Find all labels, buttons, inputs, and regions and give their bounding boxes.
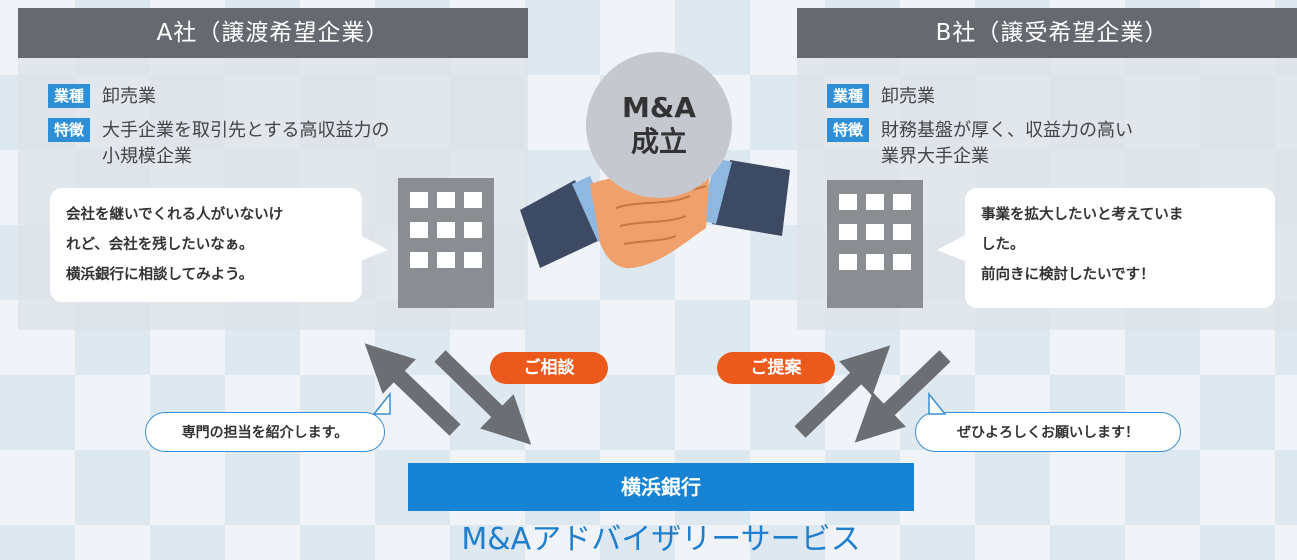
building-icon (398, 178, 494, 308)
bubble-tail-icon (372, 392, 391, 415)
ma-success-badge: M&A 成立 (586, 52, 732, 198)
arrow-from-company-b-icon (854, 350, 951, 443)
company-b-feature-row: 特徴 財務基盤が厚く、収益力の高い 業界大手企業 (827, 118, 1241, 170)
arrow-to-bank-icon (434, 350, 532, 445)
company-a-feature-line2: 小規模企業 (102, 146, 193, 167)
bank-reply-bubble: 専門の担当を紹介します。 (145, 412, 385, 452)
company-b-reply-bubble: ぜひよろしくお願いします！ (915, 412, 1181, 452)
company-a-industry-row: 業種 卸売業 (48, 84, 462, 110)
speech-line: した。 (981, 237, 1025, 253)
company-a-header: A社（譲渡希望企業） (18, 8, 528, 58)
company-a-feature: 大手企業を取引先とする高収益力の 小規模企業 (102, 118, 462, 170)
speech-line: 横浜銀行に相談してみよう。 (66, 267, 254, 283)
consult-label: ご相談 (490, 352, 608, 384)
company-b-feature-line1: 財務基盤が厚く、収益力の高い (881, 120, 1134, 141)
company-b-header: B社（譲受希望企業） (797, 8, 1297, 58)
bank-bar: 横浜銀行 (408, 463, 914, 511)
company-a-speech-bubble: 会社を継いでくれる人がいないけ れど、会社を残したいなぁ。 横浜銀行に相談してみ… (50, 188, 362, 302)
company-b-feature: 財務基盤が厚く、収益力の高い 業界大手企業 (881, 118, 1241, 170)
handshake-icon (520, 158, 790, 269)
speech-line: れど、会社を残したいなぁ。 (66, 237, 254, 253)
feature-tag: 特徴 (827, 118, 870, 142)
feature-tag: 特徴 (48, 118, 91, 142)
industry-tag: 業種 (827, 84, 870, 108)
company-b-speech-bubble: 事業を拡大したいと考えていま した。 前向きに検討したいです！ (965, 188, 1275, 308)
success-label: 成立 (630, 125, 687, 158)
arrow-to-company-a-icon (364, 343, 461, 436)
speech-tail-icon (358, 234, 388, 262)
speech-line: 事業を拡大したいと考えていま (981, 207, 1184, 223)
propose-label: ご提案 (717, 352, 835, 384)
bubble-tail-icon (928, 392, 947, 415)
ma-label: M&A (622, 91, 696, 124)
company-b-feature-line2: 業界大手企業 (881, 146, 990, 167)
company-a-industry: 卸売業 (102, 86, 157, 107)
arrow-to-company-b-icon (794, 345, 891, 438)
service-title: M&Aアドバイザリーサービス (461, 522, 861, 557)
company-b-panel: B社（譲受希望企業） 業種 卸売業 特徴 財務基盤が厚く、収益力の高い 業界大手… (797, 8, 1297, 330)
speech-line: 会社を継いでくれる人がいないけ (66, 207, 284, 223)
company-b-industry: 卸売業 (881, 86, 936, 107)
speech-tail-icon (937, 234, 967, 262)
company-a-feature-row: 特徴 大手企業を取引先とする高収益力の 小規模企業 (48, 118, 462, 170)
company-b-industry-row: 業種 卸売業 (827, 84, 1241, 110)
industry-tag: 業種 (48, 84, 91, 108)
speech-line: 前向きに検討したいです！ (981, 267, 1155, 283)
company-a-feature-line1: 大手企業を取引先とする高収益力の (102, 120, 390, 141)
building-icon (827, 180, 923, 308)
company-a-panel: A社（譲渡希望企業） 業種 卸売業 特徴 大手企業を取引先とする高収益力の 小規… (18, 8, 528, 330)
